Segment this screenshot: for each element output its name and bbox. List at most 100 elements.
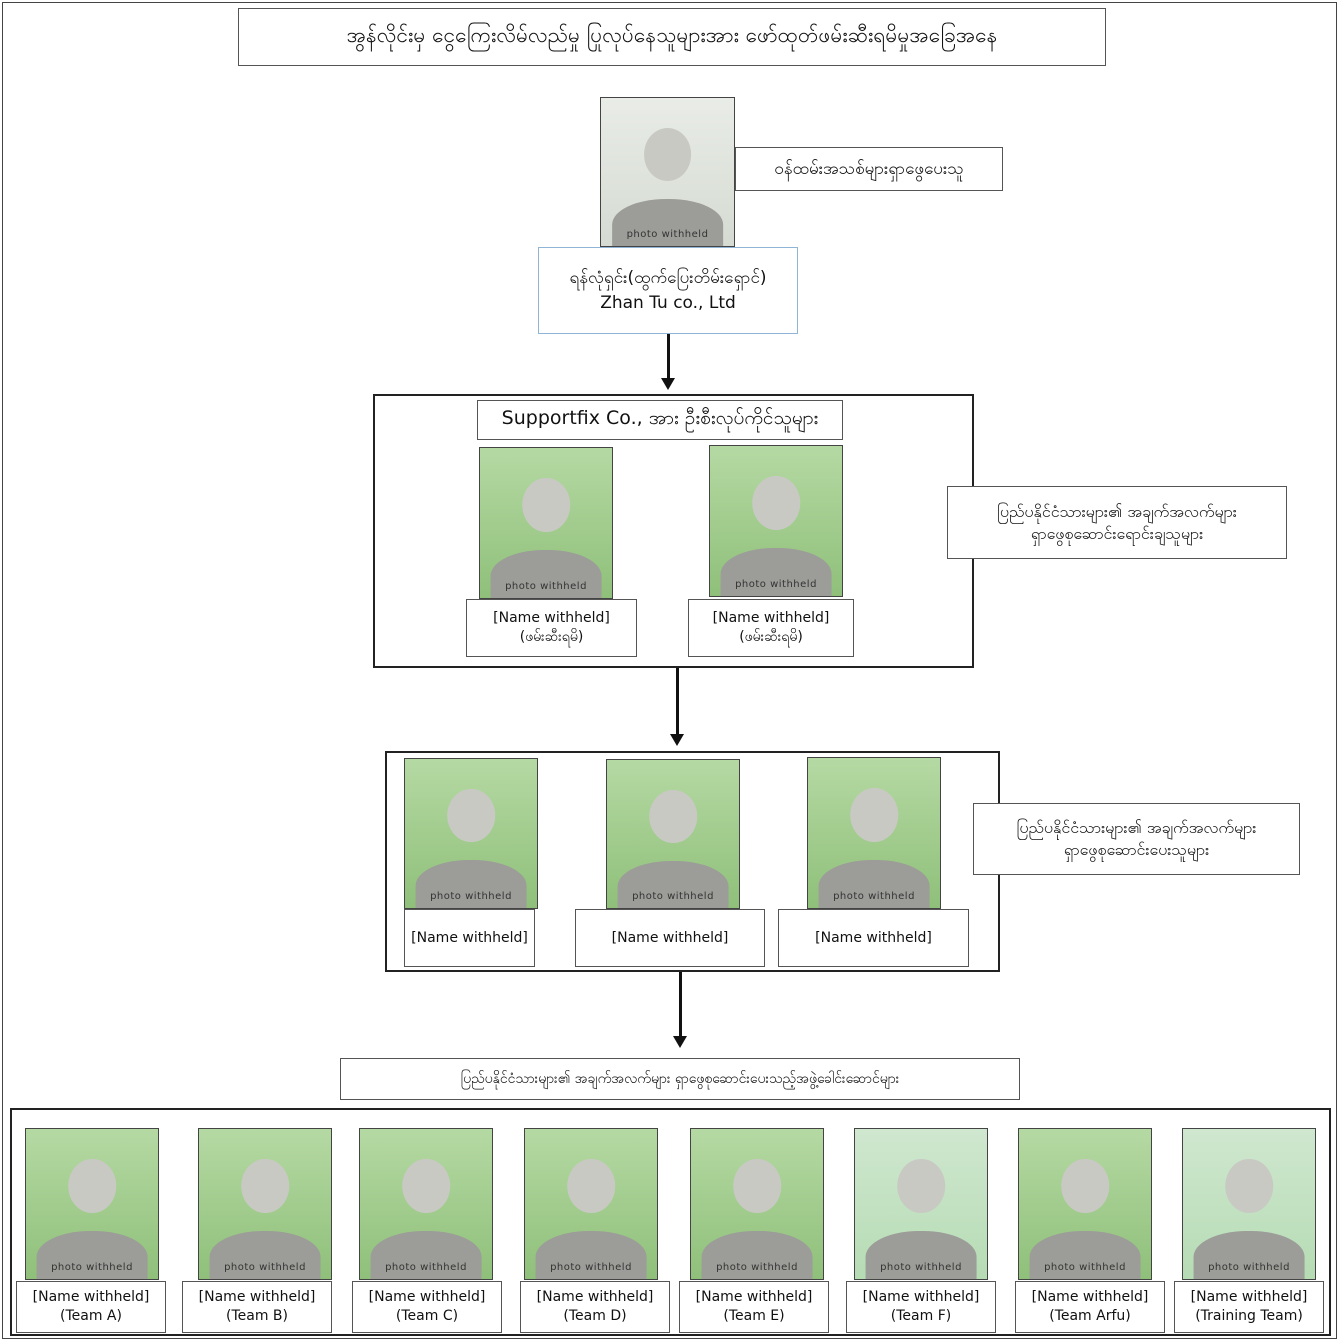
top-role-text: ဝန်ထမ်းအသစ်များရှာဖွေပေးသူ (774, 158, 964, 179)
portrait-placeholder-head (522, 478, 570, 532)
team-leader-photo: photo withheld (524, 1128, 658, 1280)
team-leader-label: [Name withheld] (Team B) (182, 1281, 332, 1333)
company-box: ရန်လုံရှင်း(ထွက်ပြေးတိမ်းရှောင်) Zhan Tu… (538, 247, 798, 334)
leader-note-2: (ဖမ်းဆီးရမိ) (739, 629, 803, 645)
team-leader-name: [Name withheld] (198, 1289, 316, 1306)
collector-label-3: [Name withheld] (778, 909, 969, 967)
collectors-side-line2: ရှာဖွေစုဆောင်းပေးသူများ (1063, 840, 1210, 859)
team-leader-team: (Training Team) (1195, 1308, 1303, 1324)
portrait-placeholder-head (241, 1159, 289, 1213)
team-leader-team: (Team F) (890, 1308, 952, 1324)
leader-name-2: [Name withheld] (712, 610, 830, 627)
team-leader-name: [Name withheld] (368, 1289, 486, 1306)
chart-title-text: အွန်လိုင်းမှ ငွေကြေးလိမ်လည်မှု ပြုလုပ်နေ… (346, 22, 998, 47)
portrait-placeholder-head (850, 788, 898, 842)
team-leader-team: (Team E) (723, 1308, 785, 1324)
collector-photo-3: photo withheld (807, 757, 941, 909)
leaders-header-text: Supportfix Co., အား ဦးစီးလုပ်ကိုင်သူများ (501, 407, 819, 429)
leader-name-1: [Name withheld] (493, 610, 610, 627)
team-leader-team: (Team B) (226, 1308, 288, 1324)
photo-withheld-note: photo withheld (505, 581, 587, 592)
portrait-placeholder-body (701, 1231, 813, 1279)
portrait-placeholder-head (1225, 1159, 1273, 1213)
portrait-placeholder-body (209, 1231, 321, 1279)
portrait-placeholder-head (752, 476, 800, 530)
team-leader-name: [Name withheld] (1031, 1289, 1149, 1306)
leaders-side-line2: ရှာဖွေစုဆောင်းရောင်းချသူများ (1030, 523, 1204, 543)
collector-photo-2: photo withheld (606, 759, 740, 909)
portrait-placeholder-body (720, 548, 832, 596)
team-leader-label: [Name withheld] (Team F) (846, 1281, 996, 1333)
team-leader-team: (Team Arfu) (1049, 1308, 1131, 1324)
team-leader-name: [Name withheld] (695, 1289, 813, 1306)
leader-note-1: (ဖမ်းဆီးရမိ) (519, 629, 584, 645)
team-leader-photo: photo withheld (854, 1128, 988, 1280)
portrait-placeholder-body (36, 1231, 148, 1279)
team-leader-photo: photo withheld (198, 1128, 332, 1280)
collector-label-2: [Name withheld] (575, 909, 765, 967)
collector-name-1: [Name withheld] (411, 929, 528, 946)
company-line1: ရန်လုံရှင်း(ထွက်ပြေးတိမ်းရှောင်) (569, 267, 767, 288)
photo-withheld-note: photo withheld (385, 1262, 467, 1273)
photo-withheld-note: photo withheld (1044, 1262, 1126, 1273)
photo-withheld-note: photo withheld (1208, 1262, 1290, 1273)
photo-withheld-note: photo withheld (833, 891, 915, 902)
leader-label-2: [Name withheld] (ဖမ်းဆီးရမိ) (688, 599, 854, 657)
portrait-placeholder-body (1029, 1231, 1141, 1279)
team-leader-label: [Name withheld] (Team Arfu) (1015, 1281, 1165, 1333)
portrait-placeholder-head (897, 1159, 945, 1213)
chart-title: အွန်လိုင်းမှ ငွေကြေးလိမ်လည်မှု ပြုလုပ်နေ… (238, 8, 1106, 66)
team-leader-name: [Name withheld] (32, 1289, 150, 1306)
team-leader-team: (Team C) (395, 1308, 459, 1324)
team-leader-photo: photo withheld (690, 1128, 824, 1280)
team-leader-name: [Name withheld] (862, 1289, 980, 1306)
collector-name-2: [Name withheld] (611, 929, 729, 946)
portrait-placeholder-body (535, 1231, 647, 1279)
top-role-box: ဝန်ထမ်းအသစ်များရှာဖွေပေးသူ (735, 147, 1003, 191)
portrait-placeholder-body (490, 550, 602, 598)
portrait-placeholder-body (1193, 1231, 1305, 1279)
team-leader-label: [Name withheld] (Team D) (520, 1281, 670, 1333)
portrait-placeholder-body (611, 198, 724, 246)
team-leader-photo: photo withheld (1182, 1128, 1316, 1280)
team-leader-label: [Name withheld] (Team C) (352, 1281, 502, 1333)
team-leader-photo: photo withheld (1018, 1128, 1152, 1280)
collectors-side-box: ပြည်ပနိုင်ငံသားများ၏ အချက်အလက်များ ရှာဖွ… (973, 803, 1300, 875)
arrow-down-2 (670, 668, 684, 746)
team-leader-name: [Name withheld] (536, 1289, 654, 1306)
portrait-placeholder-body (865, 1231, 977, 1279)
team-leader-photo: photo withheld (25, 1128, 159, 1280)
team-leader-label: [Name withheld] (Training Team) (1174, 1281, 1324, 1333)
team-leader-photo: photo withheld (359, 1128, 493, 1280)
leader-photo-2: photo withheld (709, 445, 843, 597)
top-person-photo: photo withheld (600, 97, 735, 247)
portrait-placeholder-head (68, 1159, 116, 1213)
photo-withheld-note: photo withheld (430, 891, 512, 902)
collector-name-3: [Name withheld] (815, 929, 932, 946)
photo-withheld-note: photo withheld (626, 229, 709, 240)
photo-withheld-note: photo withheld (224, 1262, 306, 1273)
arrow-down-1 (661, 334, 675, 390)
team-leader-team: (Team D) (563, 1308, 627, 1324)
portrait-placeholder-head (402, 1159, 450, 1213)
team-leader-name: [Name withheld] (1190, 1289, 1308, 1306)
collectors-side-line1: ပြည်ပနိုင်ငံသားများ၏ အချက်အလက်များ (1016, 818, 1257, 838)
leader-photo-1: photo withheld (479, 447, 613, 599)
portrait-placeholder-head (1061, 1159, 1109, 1213)
portrait-placeholder-head (649, 789, 697, 843)
portrait-placeholder-body (818, 860, 930, 908)
team-leader-label: [Name withheld] (Team E) (679, 1281, 829, 1333)
collector-photo-1: photo withheld (404, 758, 538, 909)
collector-label-1: [Name withheld] (404, 909, 535, 967)
portrait-placeholder-head (567, 1159, 615, 1213)
photo-withheld-note: photo withheld (632, 891, 714, 902)
leaders-side-box: ပြည်ပနိုင်ငံသားများ၏ အချက်အလက်များ ရှာဖွ… (947, 486, 1287, 559)
portrait-placeholder-body (617, 860, 729, 908)
team-leader-label: [Name withheld] (Team A) (16, 1281, 166, 1333)
team-leader-team: (Team A) (60, 1308, 122, 1324)
teams-header-text: ပြည်ပနိုင်ငံသားများ၏ အချက်အလက်များ ရှာဖွ… (460, 1070, 900, 1087)
teams-header: ပြည်ပနိုင်ငံသားများ၏ အချက်အလက်များ ရှာဖွ… (340, 1058, 1020, 1100)
photo-withheld-note: photo withheld (880, 1262, 962, 1273)
company-line2: Zhan Tu co., Ltd (600, 292, 736, 313)
